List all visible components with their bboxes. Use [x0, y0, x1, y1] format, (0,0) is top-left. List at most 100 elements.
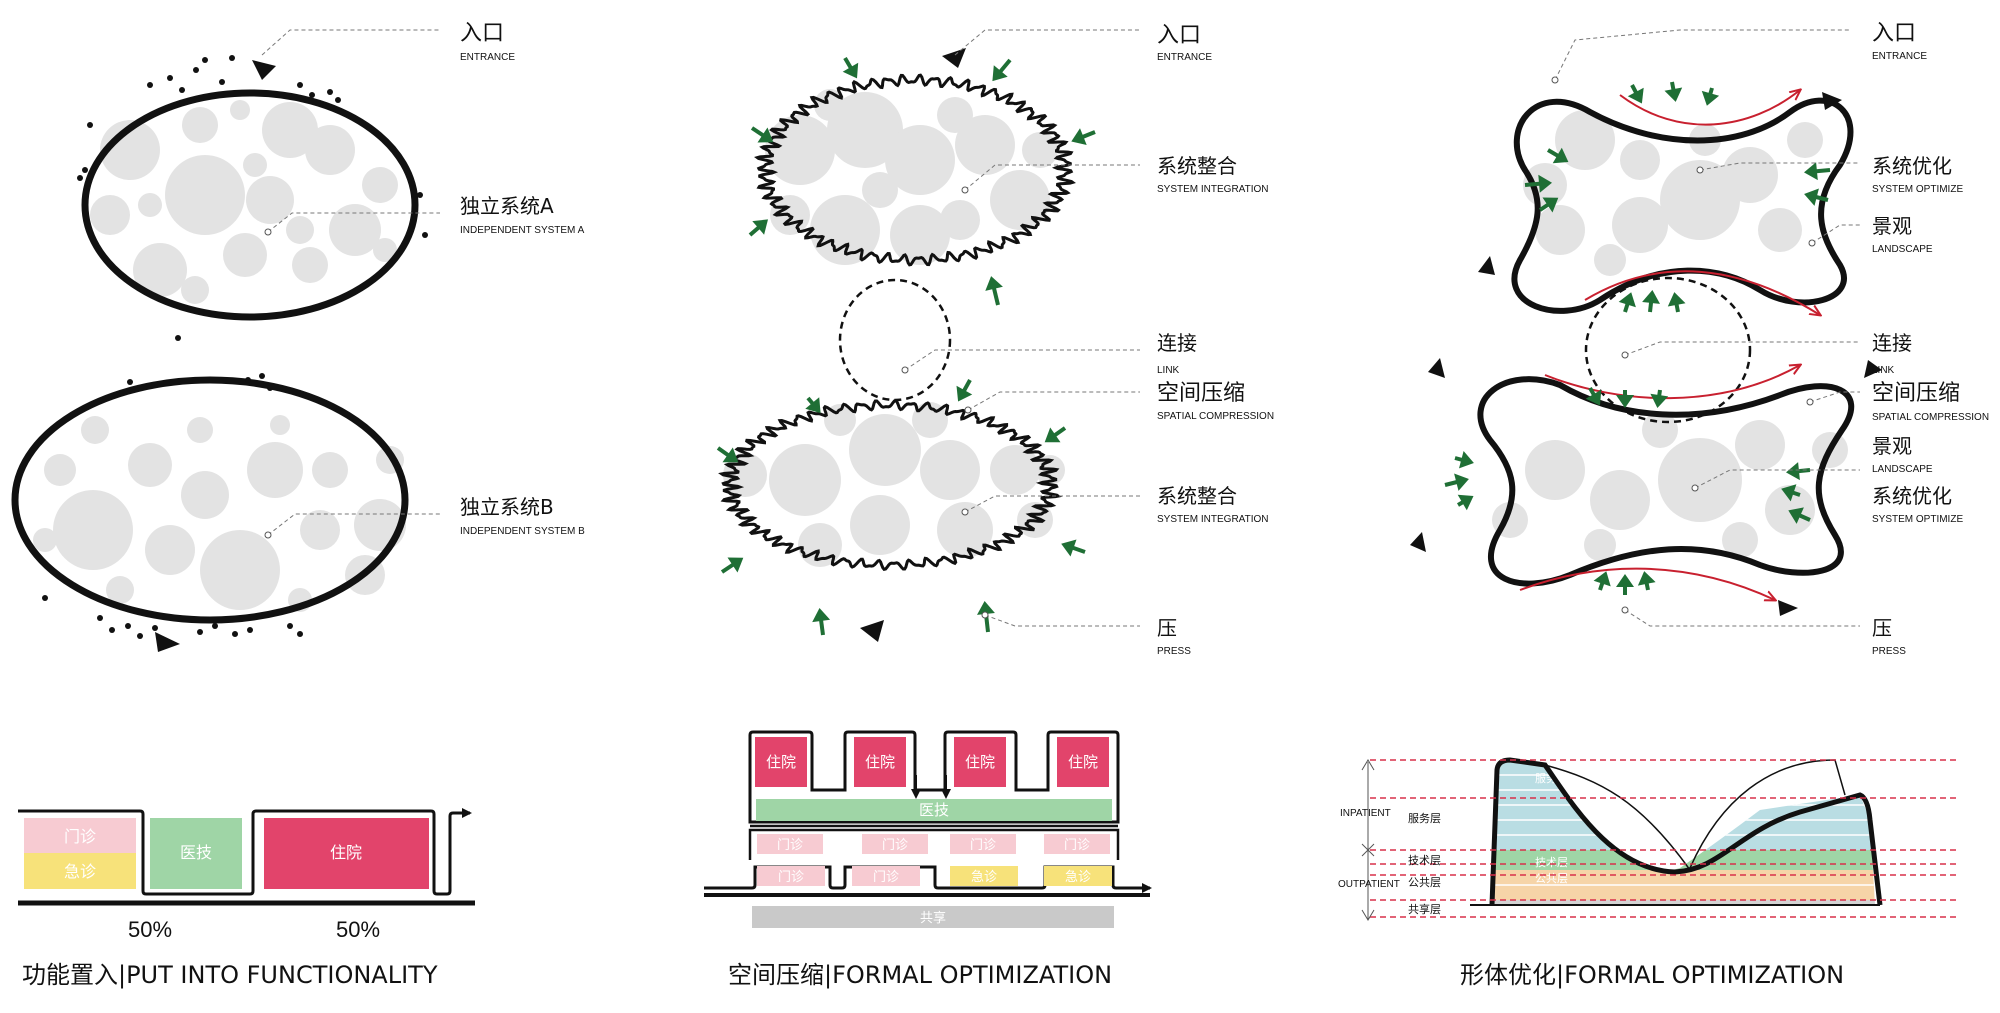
clinic-block-label: 门诊: [882, 838, 908, 853]
green-arrow-icon: [1459, 451, 1474, 469]
green-arrow-icon: [1616, 395, 1634, 408]
emergency-block: [950, 866, 1018, 886]
inpatient-block-label: 住院: [965, 753, 995, 771]
green-press-arrows: [716, 56, 1096, 636]
clinic-block-label: 门诊: [777, 838, 803, 853]
p3-compression-en: SPATIAL COMPRESSION: [1872, 412, 1989, 423]
clinic-block: [852, 866, 920, 886]
emergency-block-label: 急诊: [1065, 870, 1091, 885]
p2-compression-en: SPATIAL COMPRESSION: [1157, 411, 1274, 422]
inpatient-block-label: 住院: [865, 753, 895, 771]
tech-layer-label: 技术层: [1408, 854, 1441, 867]
green-arrow-icon: [1642, 290, 1660, 304]
green-press-arrows-p3: [1444, 81, 1831, 595]
blob-bottom-outline: [1477, 376, 1855, 587]
p3-landscape-bottom-en: LANDSCAPE: [1872, 464, 1933, 475]
cloud-bottom-outline: [718, 399, 1062, 571]
entrance-arrow-icon: [942, 48, 966, 68]
exit-arrow-icon: [155, 632, 180, 652]
p2-integration-top-en: SYSTEM INTEGRATION: [1157, 184, 1269, 195]
medtech-block: [150, 818, 242, 889]
clinic-block: [757, 834, 823, 854]
green-arrow-icon: [722, 447, 739, 463]
emergency-label: 急诊: [64, 862, 96, 881]
p3-optimize-top-zh: 系统优化: [1872, 154, 1952, 178]
clinic-block-label: 门诊: [1064, 838, 1090, 853]
emergency-block: [1044, 866, 1112, 886]
clinic-block-label: 门诊: [970, 838, 996, 853]
anchor-dot: [264, 228, 272, 236]
system-b-ellipse: [11, 376, 409, 624]
anchor-dots-p3: [1551, 76, 1816, 614]
clinic-block: [1044, 834, 1110, 854]
dots-a: [77, 55, 428, 341]
exit-arrow-icon: [860, 620, 884, 642]
p2-integration-bottom-zh: 系统整合: [1157, 484, 1237, 508]
system-a-ellipse: [81, 89, 419, 321]
p3-optimize-bottom-en: SYSTEM OPTIMIZE: [1872, 514, 1963, 525]
pct-left: 50%: [128, 917, 172, 942]
p2-entrance-zh: 入口: [1157, 23, 1201, 48]
green-arrow-icon: [1667, 292, 1686, 307]
p1-entrance-zh: 入口: [460, 21, 504, 46]
p2-compression-zh: 空间压缩: [1157, 381, 1245, 406]
p3-landscape-top-en: LANDSCAPE: [1872, 244, 1933, 255]
leader-lines-p1: [261, 29, 440, 536]
blob-bottom-circles: [1492, 412, 1848, 561]
green-arrow-icon: [805, 397, 821, 414]
section-diagram: 技术层 公共层 共享层 服务层 INPATIENT: [1338, 757, 1960, 921]
green-arrow-icon: [1457, 494, 1474, 511]
panel-put-into-functionality: 入口 ENTRANCE 独立系统A INDEPENDENT SYSTEM A 独…: [11, 21, 585, 989]
green-arrow-icon: [1552, 147, 1569, 164]
public-layer-label: 公共层: [1408, 876, 1441, 889]
p2-integration-bottom-en: SYSTEM INTEGRATION: [1157, 514, 1269, 525]
green-arrow-icon: [985, 276, 1003, 291]
green-arrow-icon: [1786, 462, 1800, 481]
green-arrow-icon: [1788, 507, 1804, 524]
p3-optimize-bottom-zh: 系统优化: [1872, 484, 1952, 508]
clinic-block: [950, 834, 1016, 854]
panel-spatial-compression: 入口 ENTRANCE 系统整合 SYSTEM INTEGRATION 连接 L…: [704, 23, 1274, 989]
green-arrow-icon: [1650, 393, 1669, 408]
p1-system-a-en: INDEPENDENT SYSTEM A: [460, 225, 585, 236]
panel-form-optimization: 入口 ENTRANCE 系统优化 SYSTEM OPTIMIZE 景观 LAND…: [1338, 21, 1989, 989]
green-arrow-icon: [1616, 574, 1634, 587]
clinic-label: 门诊: [64, 827, 96, 846]
inpatient-block: [954, 737, 1006, 787]
emergency-block-label: 急诊: [971, 870, 997, 885]
p2-press-zh: 压: [1157, 616, 1177, 640]
compression-section: 住院住院住院住院 医技 门诊门诊门诊门诊 门诊门诊急诊急诊 共享: [704, 730, 1152, 928]
p3-entrance-zh: 入口: [1872, 21, 1916, 46]
inpatient-block: [854, 737, 906, 787]
inpatient-block-label: 住院: [766, 753, 796, 771]
function-strip: 门诊 急诊 医技 住院: [18, 808, 475, 906]
p3-link-en: LINK: [1872, 365, 1895, 376]
p3-optimize-top-en: SYSTEM OPTIMIZE: [1872, 184, 1963, 195]
emergency-block: [24, 853, 136, 889]
green-arrow-icon: [1071, 128, 1087, 145]
inpatient-block: [755, 737, 807, 787]
green-arrow-icon: [1585, 389, 1602, 406]
green-arrow-icon: [1538, 174, 1552, 193]
green-arrow-icon: [1061, 539, 1077, 557]
link-dashed-circle: [838, 278, 952, 402]
green-arrow-icon: [1701, 90, 1720, 106]
link-dashed-ellipse: [1584, 276, 1752, 424]
clinic-block-label: 门诊: [873, 870, 899, 885]
strip-public-label: 公共层: [1535, 872, 1568, 885]
p2-link-zh: 连接: [1157, 331, 1197, 355]
p1-system-a-zh: 独立系统A: [460, 194, 554, 218]
green-arrow-icon: [1637, 571, 1656, 586]
green-arrow-icon: [1593, 571, 1611, 587]
p2-press-en: PRESS: [1157, 646, 1191, 657]
cloud-top-circles: [765, 89, 1058, 265]
red-flow-curves: [1519, 90, 1820, 600]
panel2-caption: 空间压缩|FORMAL OPTIMIZATION: [728, 961, 1112, 989]
leader-lines-p3: [1554, 29, 1860, 627]
p2-integration-top-zh: 系统整合: [1157, 154, 1237, 178]
p3-press-zh: 压: [1872, 616, 1892, 640]
p2-shared-label: 共享: [920, 910, 946, 926]
inpatient-dim-label: INPATIENT: [1340, 808, 1391, 819]
p1-system-b-zh: 独立系统B: [460, 495, 554, 519]
